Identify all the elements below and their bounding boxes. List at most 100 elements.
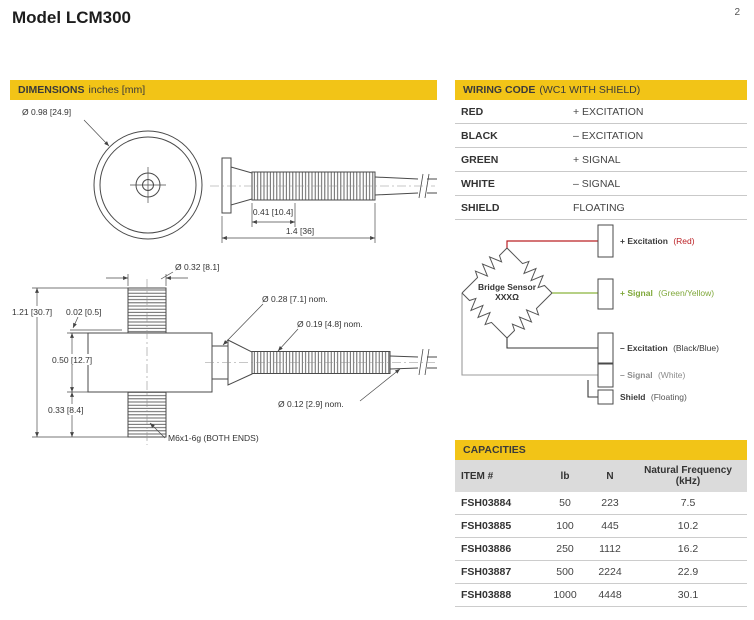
wire-color-label: RED [461, 106, 484, 118]
item-number: FSH03887 [461, 566, 512, 578]
wire-function: + SIGNAL [573, 154, 621, 166]
connection-name: + Signal [620, 288, 653, 298]
dimensions-header-units: inches [mm] [88, 84, 146, 96]
capacity-n: 223 [601, 497, 619, 509]
bridge-sensor-label: Bridge Sensor [478, 282, 537, 292]
connection-wire-color: (Green/Yellow) [658, 288, 714, 298]
label-backing [50, 354, 100, 365]
capacities-column-headers: ITEM # lb N Natural Frequency (kHz) [455, 460, 747, 492]
right-column: WIRING CODE(WC1 WITH SHIELD) RED + EXCIT… [455, 80, 747, 607]
dim-label-total-height: 1.21 [30.7] [12, 307, 52, 317]
connection-name: + Excitation [620, 236, 668, 246]
column-header-frequency: Natural Frequency (kHz) [644, 465, 732, 487]
dim-label-stud-length: 0.33 [8.4] [48, 405, 83, 415]
capacity-n: 445 [601, 520, 619, 532]
label-backing [46, 404, 94, 415]
connection-label-negative-excitation: – Excitation (Black/Blue) [620, 343, 719, 353]
table-row: FSH03884 50 223 7.5 [455, 492, 747, 515]
bridge-resistance-label: XXXΩ [495, 292, 519, 302]
connection-wire-color: (Floating) [651, 392, 687, 402]
capacities-section: CAPACITIES ITEM # lb N Natural Frequency… [455, 440, 747, 607]
wiring-row: GREEN + SIGNAL [455, 148, 747, 172]
connection-wire-color: (Black/Blue) [673, 343, 719, 353]
column-header-n: N [606, 470, 614, 482]
table-row: FSH03888 1000 4448 30.1 [455, 584, 747, 607]
capacities-header-title: CAPACITIES [463, 444, 526, 456]
wiring-code-header-title: WIRING CODE [463, 84, 536, 96]
terminal-block [597, 224, 614, 258]
dim-label-thread-spec: M6x1-6g (BOTH ENDS) [168, 433, 259, 443]
dim-label-cable-diameter: Ø 0.12 [2.9] nom. [278, 399, 344, 409]
terminal-block [597, 389, 614, 405]
capacity-n: 2224 [598, 566, 622, 578]
wire-function: – SIGNAL [573, 178, 621, 190]
connection-label-positive-excitation: + Excitation (Red) [620, 236, 695, 246]
dim-label-relief-length: 1.4 [36] [286, 226, 314, 236]
dimensions-header-title: DIMENSIONS [18, 84, 85, 96]
connection-name: Shield [620, 392, 646, 402]
side-view-cable [210, 157, 437, 214]
top-dimension-lines [83, 119, 376, 243]
natural-frequency: 10.2 [677, 520, 699, 532]
connection-label-shield: Shield (Floating) [620, 392, 687, 402]
table-row: FSH03886 250 1112 16.2 [455, 538, 747, 561]
natural-frequency: 7.5 [680, 497, 696, 509]
dim-label-stud-diameter: Ø 0.32 [8.1] [175, 262, 219, 272]
terminal-block [597, 332, 614, 364]
capacity-n: 1112 [599, 543, 621, 555]
capacity-lb: 250 [556, 543, 574, 555]
table-row: FSH03887 500 2224 22.9 [455, 561, 747, 584]
wiring-code-header: WIRING CODE(WC1 WITH SHIELD) [455, 80, 747, 100]
terminal-blocks [597, 224, 614, 405]
wire-shield [587, 380, 598, 398]
connection-name: – Excitation [620, 343, 668, 353]
table-row: FSH03885 100 445 10.2 [455, 515, 747, 538]
wiring-row: RED + EXCITATION [455, 100, 747, 124]
wire-function: + EXCITATION [573, 106, 644, 118]
wire-color-label: BLACK [461, 130, 498, 142]
capacity-lb: 100 [556, 520, 574, 532]
capacities-table: FSH03884 50 223 7.5 FSH03885 100 445 10.… [455, 492, 747, 607]
natural-frequency: 22.9 [677, 566, 699, 578]
capacities-header: CAPACITIES [455, 440, 747, 460]
wiring-row: WHITE – SIGNAL [455, 172, 747, 196]
wire-color-label: SHIELD [461, 202, 500, 214]
page-title: Model LCM300 [12, 8, 132, 27]
column-header-lb: lb [560, 470, 570, 482]
connection-name: – Signal [620, 370, 653, 380]
wiring-code-header-subtitle: (WC1 WITH SHIELD) [539, 84, 641, 96]
item-number: FSH03884 [461, 497, 512, 509]
wire-color-label: GREEN [461, 154, 499, 166]
label-backing [10, 306, 64, 317]
front-view-flange [93, 130, 203, 240]
dim-label-rod-diameter: Ø 0.28 [7.1] nom. [262, 294, 328, 304]
capacity-n: 4448 [598, 589, 622, 601]
item-number: FSH03885 [461, 520, 512, 532]
dim-label-spring-diameter: Ø 0.19 [4.8] nom. [297, 319, 363, 329]
terminal-block [597, 278, 614, 310]
dim-label-body-thickness: 0.41 [10.4] [253, 207, 293, 217]
connection-label-negative-signal: – Signal (White) [620, 370, 686, 380]
wire-positive-excitation [506, 240, 598, 249]
wire-negative-signal [461, 293, 598, 376]
capacity-lb: 500 [556, 566, 574, 578]
wiring-code-table: RED + EXCITATION BLACK – EXCITATION GREE… [455, 100, 747, 220]
wire-negative-excitation [506, 337, 598, 349]
dim-label-body-height: 0.50 [12.7] [52, 355, 92, 365]
page-number: 2 [734, 7, 740, 18]
capacity-lb: 50 [559, 497, 571, 509]
connection-label-positive-signal: + Signal (Green/Yellow) [620, 288, 714, 298]
connection-wire-color: (Red) [673, 236, 694, 246]
natural-frequency: 30.1 [677, 589, 699, 601]
wire-color-label: WHITE [461, 178, 495, 190]
dim-label-chamfer: 0.02 [0.5] [66, 307, 101, 317]
terminal-block [597, 363, 614, 388]
column-header-item: ITEM # [461, 470, 494, 482]
connection-wire-color: (White) [658, 370, 686, 380]
dimensions-drawing: Ø 0.98 [24.9] 0.41 [10.4] 1.4 [36] [10, 107, 437, 445]
wiring-diagram: Bridge Sensor XXXΩ + Excitation (Red) + … [457, 224, 719, 405]
wiring-row: BLACK – EXCITATION [455, 124, 747, 148]
wire-function: – EXCITATION [573, 130, 644, 142]
wiring-row: SHIELD FLOATING [455, 196, 747, 220]
